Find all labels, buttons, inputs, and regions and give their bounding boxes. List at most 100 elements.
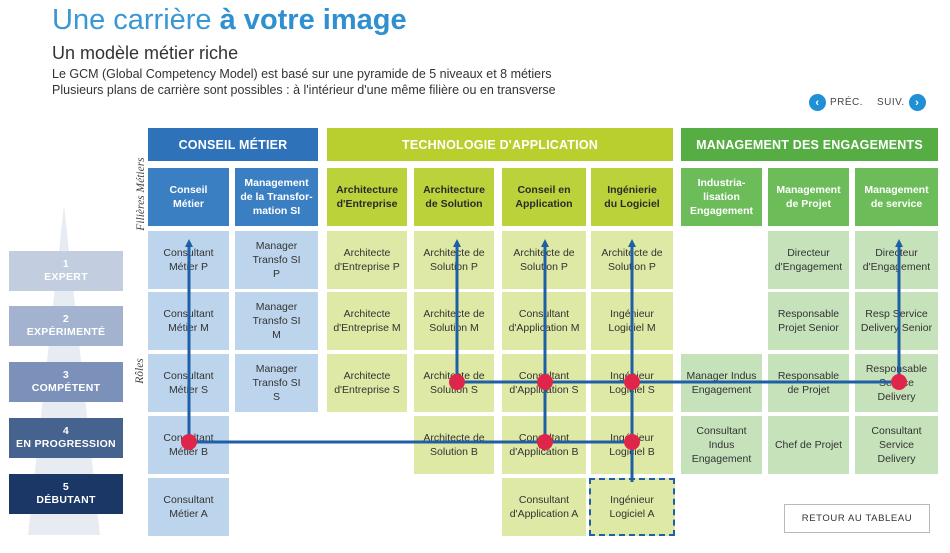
header-line: Métier (173, 198, 204, 210)
cell-line: Architecte de (601, 247, 663, 259)
cell-line: Chef de Projet (774, 439, 843, 451)
level-number: 4 (62, 425, 70, 437)
header-line: Architecture (336, 184, 398, 196)
level-number: 1 (62, 258, 70, 270)
cell-line: Ingénieur (610, 370, 654, 382)
previous-button[interactable]: ‹ PRÉC. (809, 94, 863, 111)
cell-line: M (272, 329, 281, 341)
header-line: du Logiciel (604, 198, 660, 210)
cell-directeur-engagement-projet[interactable]: Directeur d'Engagement (768, 231, 849, 289)
header-line: lisation (703, 191, 740, 203)
cell-line: Architecte (343, 247, 391, 259)
cell-chef-de-projet[interactable]: Chef de Projet (768, 416, 849, 474)
cell-line: Directeur (787, 247, 830, 259)
cell-line: d'Engagement (774, 261, 843, 273)
header-line: Engagement (689, 205, 753, 217)
cell-line: d'Application M (508, 322, 580, 334)
description-line-2: Plusieurs plans de carrière sont possibl… (52, 83, 556, 97)
next-button[interactable]: SUIV. › (877, 94, 926, 111)
cell-line: Delivery (877, 453, 916, 465)
cell-line: Consultant (518, 308, 570, 320)
cell-line: Projet Senior (778, 322, 839, 334)
header-line: de la Transfor- (240, 191, 313, 203)
cell-line: Manager (255, 301, 298, 313)
header-line: Conseil (169, 184, 208, 196)
cell-line: Transfo SI (252, 377, 301, 389)
page-title: Une carrière à votre image (52, 4, 407, 37)
cell-consultant-application-m[interactable]: Consultant d'Application M (502, 292, 586, 350)
header-line: Application (515, 198, 573, 210)
cell-line: Métier A (169, 508, 208, 520)
header-line: Management (244, 177, 309, 189)
cell-line: Solution P (430, 261, 478, 273)
description-line-1: Le GCM (Global Competency Model) est bas… (52, 67, 552, 81)
retour-au-tableau-button[interactable]: RETOUR AU TABLEAU (784, 504, 930, 533)
cell-line: S (272, 391, 280, 403)
cell-line: Ingénieur (610, 494, 654, 506)
cell-line: Consultant (163, 494, 214, 506)
header-line: Management (864, 184, 929, 196)
cell-line: d'Entreprise M (333, 322, 401, 334)
cell-line: Engagement (691, 453, 752, 465)
level-number: 5 (62, 481, 70, 493)
cell-line: d'Application A (509, 508, 579, 520)
cell-line: Consultant (163, 247, 214, 259)
cell-architecte-entreprise-s[interactable]: Architecte d'Entreprise S (327, 354, 407, 412)
category-technologie-application: TECHNOLOGIE D'APPLICATION (327, 128, 673, 161)
chevron-right-icon: › (908, 94, 926, 111)
cell-line: Logiciel A (609, 508, 655, 520)
cell-line: d'Entreprise S (334, 384, 400, 396)
cell-line: Ingénieur (610, 308, 654, 320)
cell-line: Service (878, 439, 914, 451)
header-line: de Solution (425, 198, 483, 210)
cell-line: Architecte (343, 370, 391, 382)
page-subtitle: Un modèle métier riche (52, 43, 239, 63)
category-conseil-metier: CONSEIL MÉTIER (148, 128, 318, 161)
